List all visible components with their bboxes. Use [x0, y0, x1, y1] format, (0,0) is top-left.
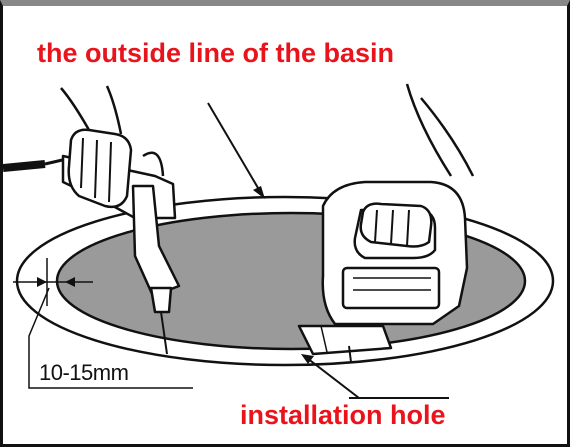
- margin-dimension-label: 10-15mm: [39, 360, 129, 385]
- dimension-arrow-right: [65, 277, 75, 287]
- outside-line-arrowhead: [253, 186, 265, 199]
- dimension-arrow-left: [37, 277, 47, 287]
- outside-line-label: the outside line of the basin: [37, 38, 395, 68]
- installation-hole-arrowhead: [301, 354, 314, 364]
- jigsaw-icon: [297, 83, 475, 363]
- electric-drill-icon: [3, 85, 181, 355]
- installation-illustration: [3, 83, 555, 399]
- installation-hole-leader: [306, 357, 360, 399]
- dimension-leader: [28, 287, 193, 389]
- outside-line-leader: [207, 102, 262, 194]
- installation-hole-label: installation hole: [240, 400, 446, 430]
